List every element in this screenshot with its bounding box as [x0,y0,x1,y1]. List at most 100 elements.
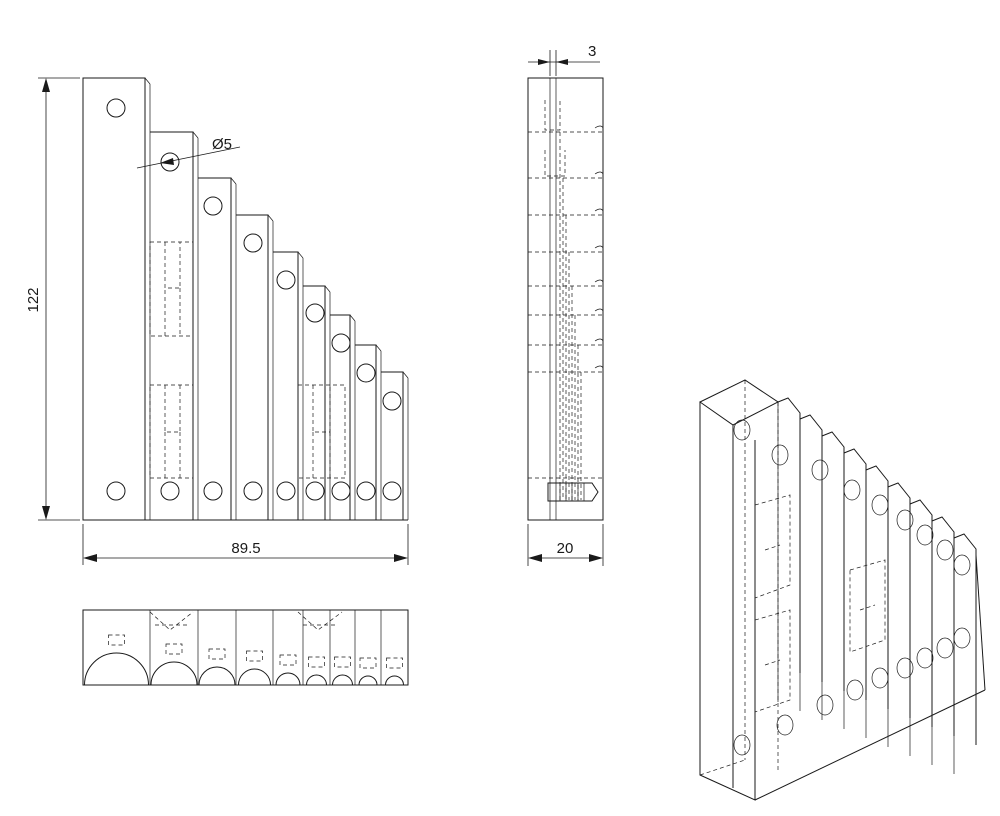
bottom-view [82,609,409,686]
mounting-hole [356,363,376,383]
front-step-plate [273,251,299,520]
iso-hole [896,509,914,531]
side-step-mark [594,171,604,175]
mounting-hole [305,481,325,501]
mounting-hole [276,481,296,501]
height-dimension: 122 [25,77,80,521]
iso-hole [871,667,889,689]
hidden-slot [279,654,297,666]
iso-hole [936,539,954,561]
iso-hole [916,524,934,546]
mounting-hole [243,233,263,253]
iso-hole [816,694,834,716]
iso-hole [896,657,914,679]
iso-hole [916,647,934,669]
front-step-chamfer [192,131,199,139]
iso-step-plate [887,482,911,718]
mounting-hole [305,303,325,323]
hidden-slot [208,648,226,660]
side-step-mark [594,365,604,369]
mounting-hole [203,196,223,216]
bore-cutout [385,675,404,686]
mounting-hole [106,98,126,118]
side-step-mark [594,308,604,312]
hole-diameter-dimension: Ø5 [136,136,241,169]
hidden-slot [108,634,125,646]
front-step-chamfer [375,344,382,352]
bore-cutout [332,674,353,686]
mounting-hole [160,152,180,172]
iso-hole [776,714,794,736]
iso-hole [733,734,751,756]
front-step-chamfer [349,314,356,322]
iso-hole [953,627,971,649]
width-dimension: 89.5 [82,524,409,565]
mounting-hole [382,391,402,411]
hidden-slot [334,656,351,668]
front-step-chamfer [230,177,237,185]
side-step-mark [594,279,604,283]
mounting-hole [356,481,376,501]
iso-step-plate [931,516,955,736]
width-dimension-label: 89.5 [231,540,260,557]
bore-cutout [306,674,327,686]
mounting-hole [203,481,223,501]
hidden-slot [246,650,263,662]
isometric-view [699,379,986,801]
iso-step-plate [953,533,977,745]
front-step-chamfer [267,214,274,222]
front-step-chamfer [402,371,409,379]
hole-diameter-label: Ø5 [212,136,232,153]
iso-step-plate [821,431,845,691]
side-step-mark [594,245,604,249]
mounting-hole [106,481,126,501]
side-depth-label: 20 [557,540,574,557]
front-step-chamfer [297,251,304,259]
hidden-slot [165,643,183,655]
bore-cutout [238,668,271,686]
iso-step-plate [799,414,823,682]
bore-cutout [275,672,301,686]
iso-step-plate [777,397,801,673]
iso-hole [811,459,829,481]
mounting-hole [160,481,180,501]
mounting-hole [331,333,351,353]
side-view [527,77,604,521]
front-step-plate [150,131,194,520]
side-step-mark [594,125,604,129]
hidden-slot [386,657,403,669]
iso-step-plate [843,448,867,700]
front-step-plate [330,314,351,520]
height-dimension-label: 122 [25,287,42,312]
iso-end-edge [975,554,986,691]
side-step-mark [594,208,604,212]
front-step-plate [381,371,404,520]
iso-hole [846,679,864,701]
hidden-pocket [544,100,561,131]
front-step-chamfer [324,285,331,293]
hidden-slot [359,657,377,669]
bore-cutout [150,661,198,686]
iso-hole [771,444,789,466]
side-depth-dimension: 20 [527,524,604,566]
front-step-plate [236,214,269,520]
front-step-plate [198,177,232,520]
side-bore-end [547,482,599,502]
mounting-hole [331,481,351,501]
side-thickness-label: 3 [588,43,596,60]
side-thickness-dimension: 3 [528,43,600,76]
mounting-hole [276,270,296,290]
bore-cutout [84,652,149,686]
bore-cutout [358,675,378,686]
bore-cutout [198,666,236,686]
iso-hole [733,419,751,441]
front-view [82,77,409,521]
mounting-hole [382,481,402,501]
mounting-hole [243,481,263,501]
hidden-slot [308,656,325,668]
hidden-pocket [544,150,566,177]
iso-hole [936,637,954,659]
front-step-plate [355,344,377,520]
iso-hole [953,554,971,576]
